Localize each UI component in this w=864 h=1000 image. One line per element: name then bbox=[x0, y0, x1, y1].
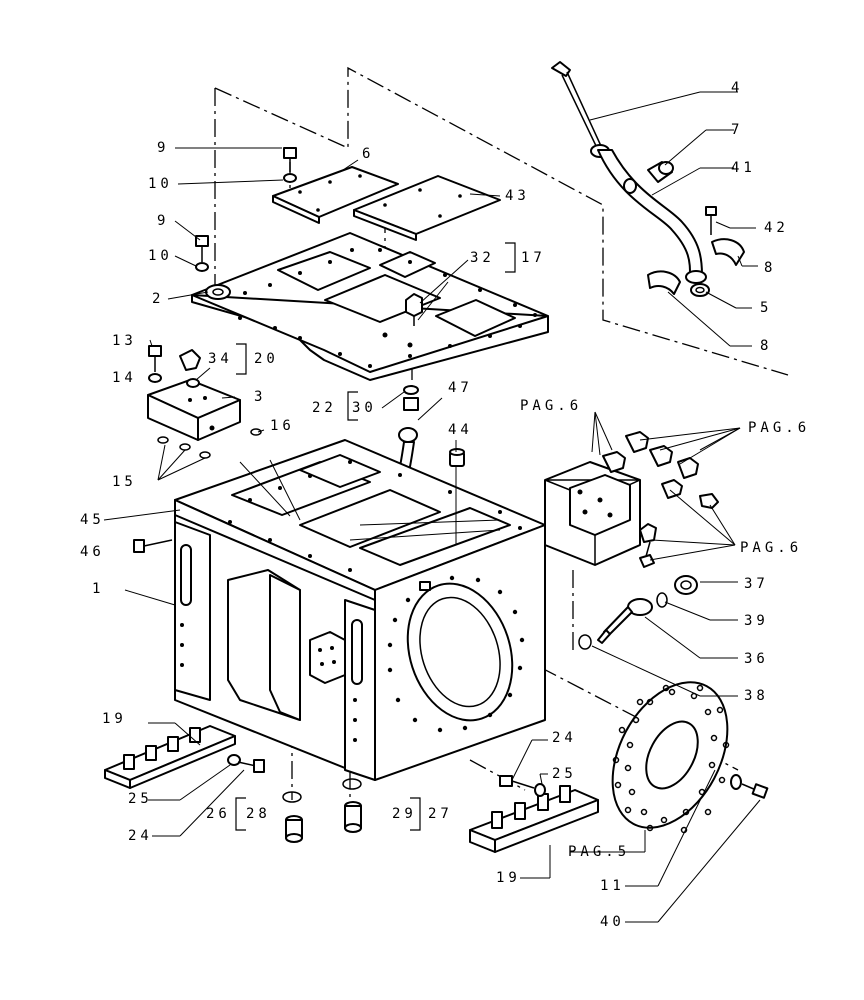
top-plate-part-2 bbox=[191, 232, 549, 381]
plug-part-7 bbox=[647, 161, 674, 183]
filler-tube-part-41 bbox=[597, 149, 707, 284]
label-47: 47 bbox=[448, 380, 473, 396]
clamp-part-8-upper bbox=[711, 238, 745, 266]
label-30: 30 bbox=[352, 400, 377, 416]
bolt-part-24-right bbox=[499, 775, 535, 789]
bracket-part-19-left bbox=[104, 725, 236, 789]
o-rings-part-15 bbox=[157, 436, 211, 459]
plug-part-44 bbox=[449, 448, 465, 467]
label-4: 4 bbox=[731, 80, 743, 96]
o-ring-part-38 bbox=[578, 634, 592, 650]
valve-assembly-ref-pag6 bbox=[544, 431, 719, 568]
ref-pag5: PAG.5 bbox=[568, 844, 630, 860]
bolt-part-13 bbox=[148, 345, 162, 383]
label-10-lower: 10 bbox=[148, 248, 173, 264]
brake-disc-part-11 bbox=[611, 681, 730, 834]
label-10-upper: 10 bbox=[148, 176, 173, 192]
label-3: 3 bbox=[254, 389, 266, 405]
sensor-part-36 bbox=[597, 598, 653, 644]
bracket-part-19-right bbox=[469, 785, 599, 853]
elbow-fitting-part-34 bbox=[179, 349, 201, 388]
leader-lines bbox=[103, 91, 761, 923]
label-42: 42 bbox=[764, 220, 789, 236]
ref-pag6-top: PAG.6 bbox=[520, 398, 582, 414]
label-37: 37 bbox=[744, 576, 769, 592]
plug-part-26 bbox=[285, 815, 303, 843]
part-number-labels: 4 7 41 42 8 5 8 6 43 9 10 9 10 2 32 17 1… bbox=[80, 80, 810, 930]
label-24-right: 24 bbox=[552, 730, 577, 746]
label-9-lower: 9 bbox=[157, 213, 169, 229]
disc-holes bbox=[612, 684, 730, 834]
label-32: 32 bbox=[470, 250, 495, 266]
cover-part-6 bbox=[272, 166, 399, 224]
label-41: 41 bbox=[731, 160, 756, 176]
housing-bolt-holes bbox=[180, 460, 525, 742]
ref-pag6-bottom: PAG.6 bbox=[740, 540, 802, 556]
label-36: 36 bbox=[744, 651, 769, 667]
label-19-right: 19 bbox=[496, 870, 521, 886]
label-40: 40 bbox=[600, 914, 625, 930]
ref-pag6-right: PAG.6 bbox=[748, 420, 810, 436]
label-24-left: 24 bbox=[128, 828, 153, 844]
valve-block-part-3 bbox=[147, 379, 241, 441]
label-38: 38 bbox=[744, 688, 769, 704]
label-9-upper: 9 bbox=[157, 140, 169, 156]
elbow-fitting-part-32 bbox=[405, 293, 423, 326]
transmission-housing-part-1 bbox=[174, 439, 546, 781]
bolt-part-9-upper bbox=[283, 147, 297, 183]
fitting-part-30 bbox=[403, 385, 419, 411]
plug-part-37 bbox=[674, 575, 698, 595]
dipstick-part-4 bbox=[551, 61, 610, 158]
label-15: 15 bbox=[112, 474, 137, 490]
screw-part-42 bbox=[705, 206, 717, 235]
label-39: 39 bbox=[744, 613, 769, 629]
washer-part-25-left bbox=[227, 754, 241, 766]
label-14: 14 bbox=[112, 370, 137, 386]
seal-part-5 bbox=[690, 283, 710, 297]
o-ring-part-29 bbox=[342, 778, 362, 790]
label-2: 2 bbox=[152, 291, 164, 307]
bolt-part-40 bbox=[730, 774, 769, 799]
label-27: 27 bbox=[428, 806, 453, 822]
label-5: 5 bbox=[760, 300, 772, 316]
plug-part-27 bbox=[344, 801, 362, 833]
label-11: 11 bbox=[600, 878, 625, 894]
label-25-left: 25 bbox=[128, 791, 153, 807]
bolt-part-9-lower bbox=[195, 235, 209, 272]
label-17: 17 bbox=[521, 250, 546, 266]
label-13: 13 bbox=[112, 333, 137, 349]
plate-bolt-holes bbox=[220, 248, 537, 368]
label-28: 28 bbox=[246, 806, 271, 822]
label-29: 29 bbox=[392, 806, 417, 822]
label-26: 26 bbox=[206, 806, 231, 822]
o-ring-part-28 bbox=[282, 791, 302, 803]
label-34: 34 bbox=[208, 351, 233, 367]
bolt-part-24-left bbox=[237, 759, 265, 773]
bolt-part-46 bbox=[133, 539, 173, 553]
label-1: 1 bbox=[92, 581, 104, 597]
o-ring-part-39 bbox=[656, 592, 668, 608]
clamp-part-8-lower bbox=[647, 270, 681, 295]
label-8-upper: 8 bbox=[764, 260, 776, 276]
label-22: 22 bbox=[312, 400, 337, 416]
label-16: 16 bbox=[270, 418, 295, 434]
label-45: 45 bbox=[80, 512, 105, 528]
label-43: 43 bbox=[505, 188, 530, 204]
label-25-right: 25 bbox=[552, 766, 577, 782]
label-46: 46 bbox=[80, 544, 105, 560]
label-20: 20 bbox=[254, 351, 279, 367]
o-ring-part-16 bbox=[250, 428, 262, 436]
label-brackets bbox=[235, 242, 516, 831]
washer-part-25-right bbox=[534, 783, 546, 797]
cover-part-43 bbox=[353, 175, 501, 241]
label-6: 6 bbox=[362, 146, 374, 162]
label-7: 7 bbox=[731, 122, 743, 138]
label-8-lower: 8 bbox=[760, 338, 772, 354]
label-19-left: 19 bbox=[102, 711, 127, 727]
label-44: 44 bbox=[448, 422, 473, 438]
